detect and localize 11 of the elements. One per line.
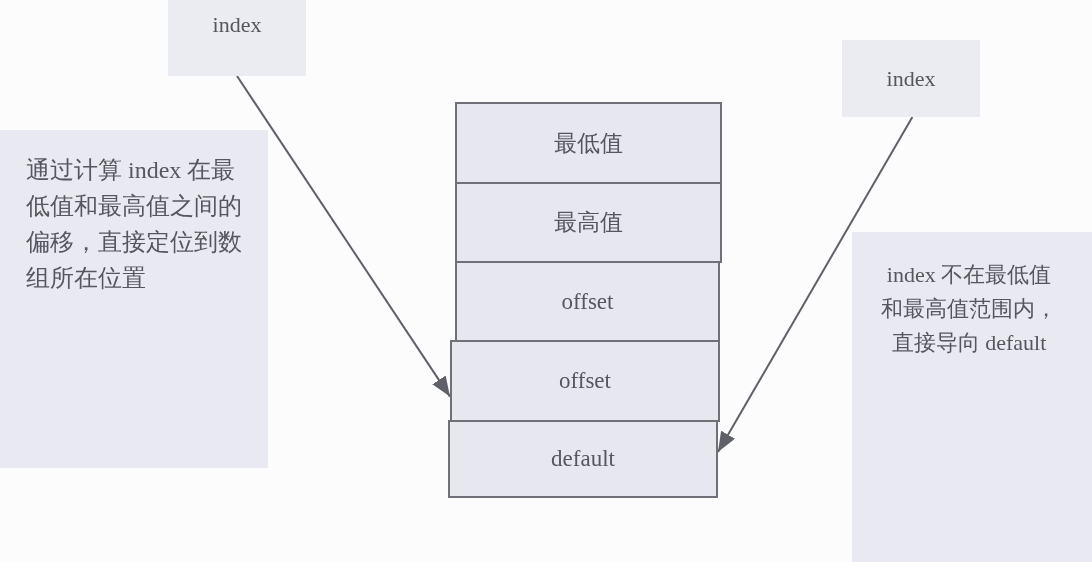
note-box: index 不在最低值和最高值范围内，直接导向 default xyxy=(852,232,1092,562)
table-cell: 最高值 xyxy=(455,182,722,263)
table-cell: 最低值 xyxy=(455,102,722,184)
table-cell: offset xyxy=(450,340,720,422)
arrow xyxy=(236,75,451,398)
table-cell: offset xyxy=(455,261,720,342)
arrow xyxy=(717,116,914,453)
table-cell: default xyxy=(448,420,718,498)
label-box: index xyxy=(168,0,306,76)
note-box: 通过计算 index 在最低值和最高值之间的偏移，直接定位到数组所在位置 xyxy=(0,130,268,468)
label-box: index xyxy=(842,40,980,117)
